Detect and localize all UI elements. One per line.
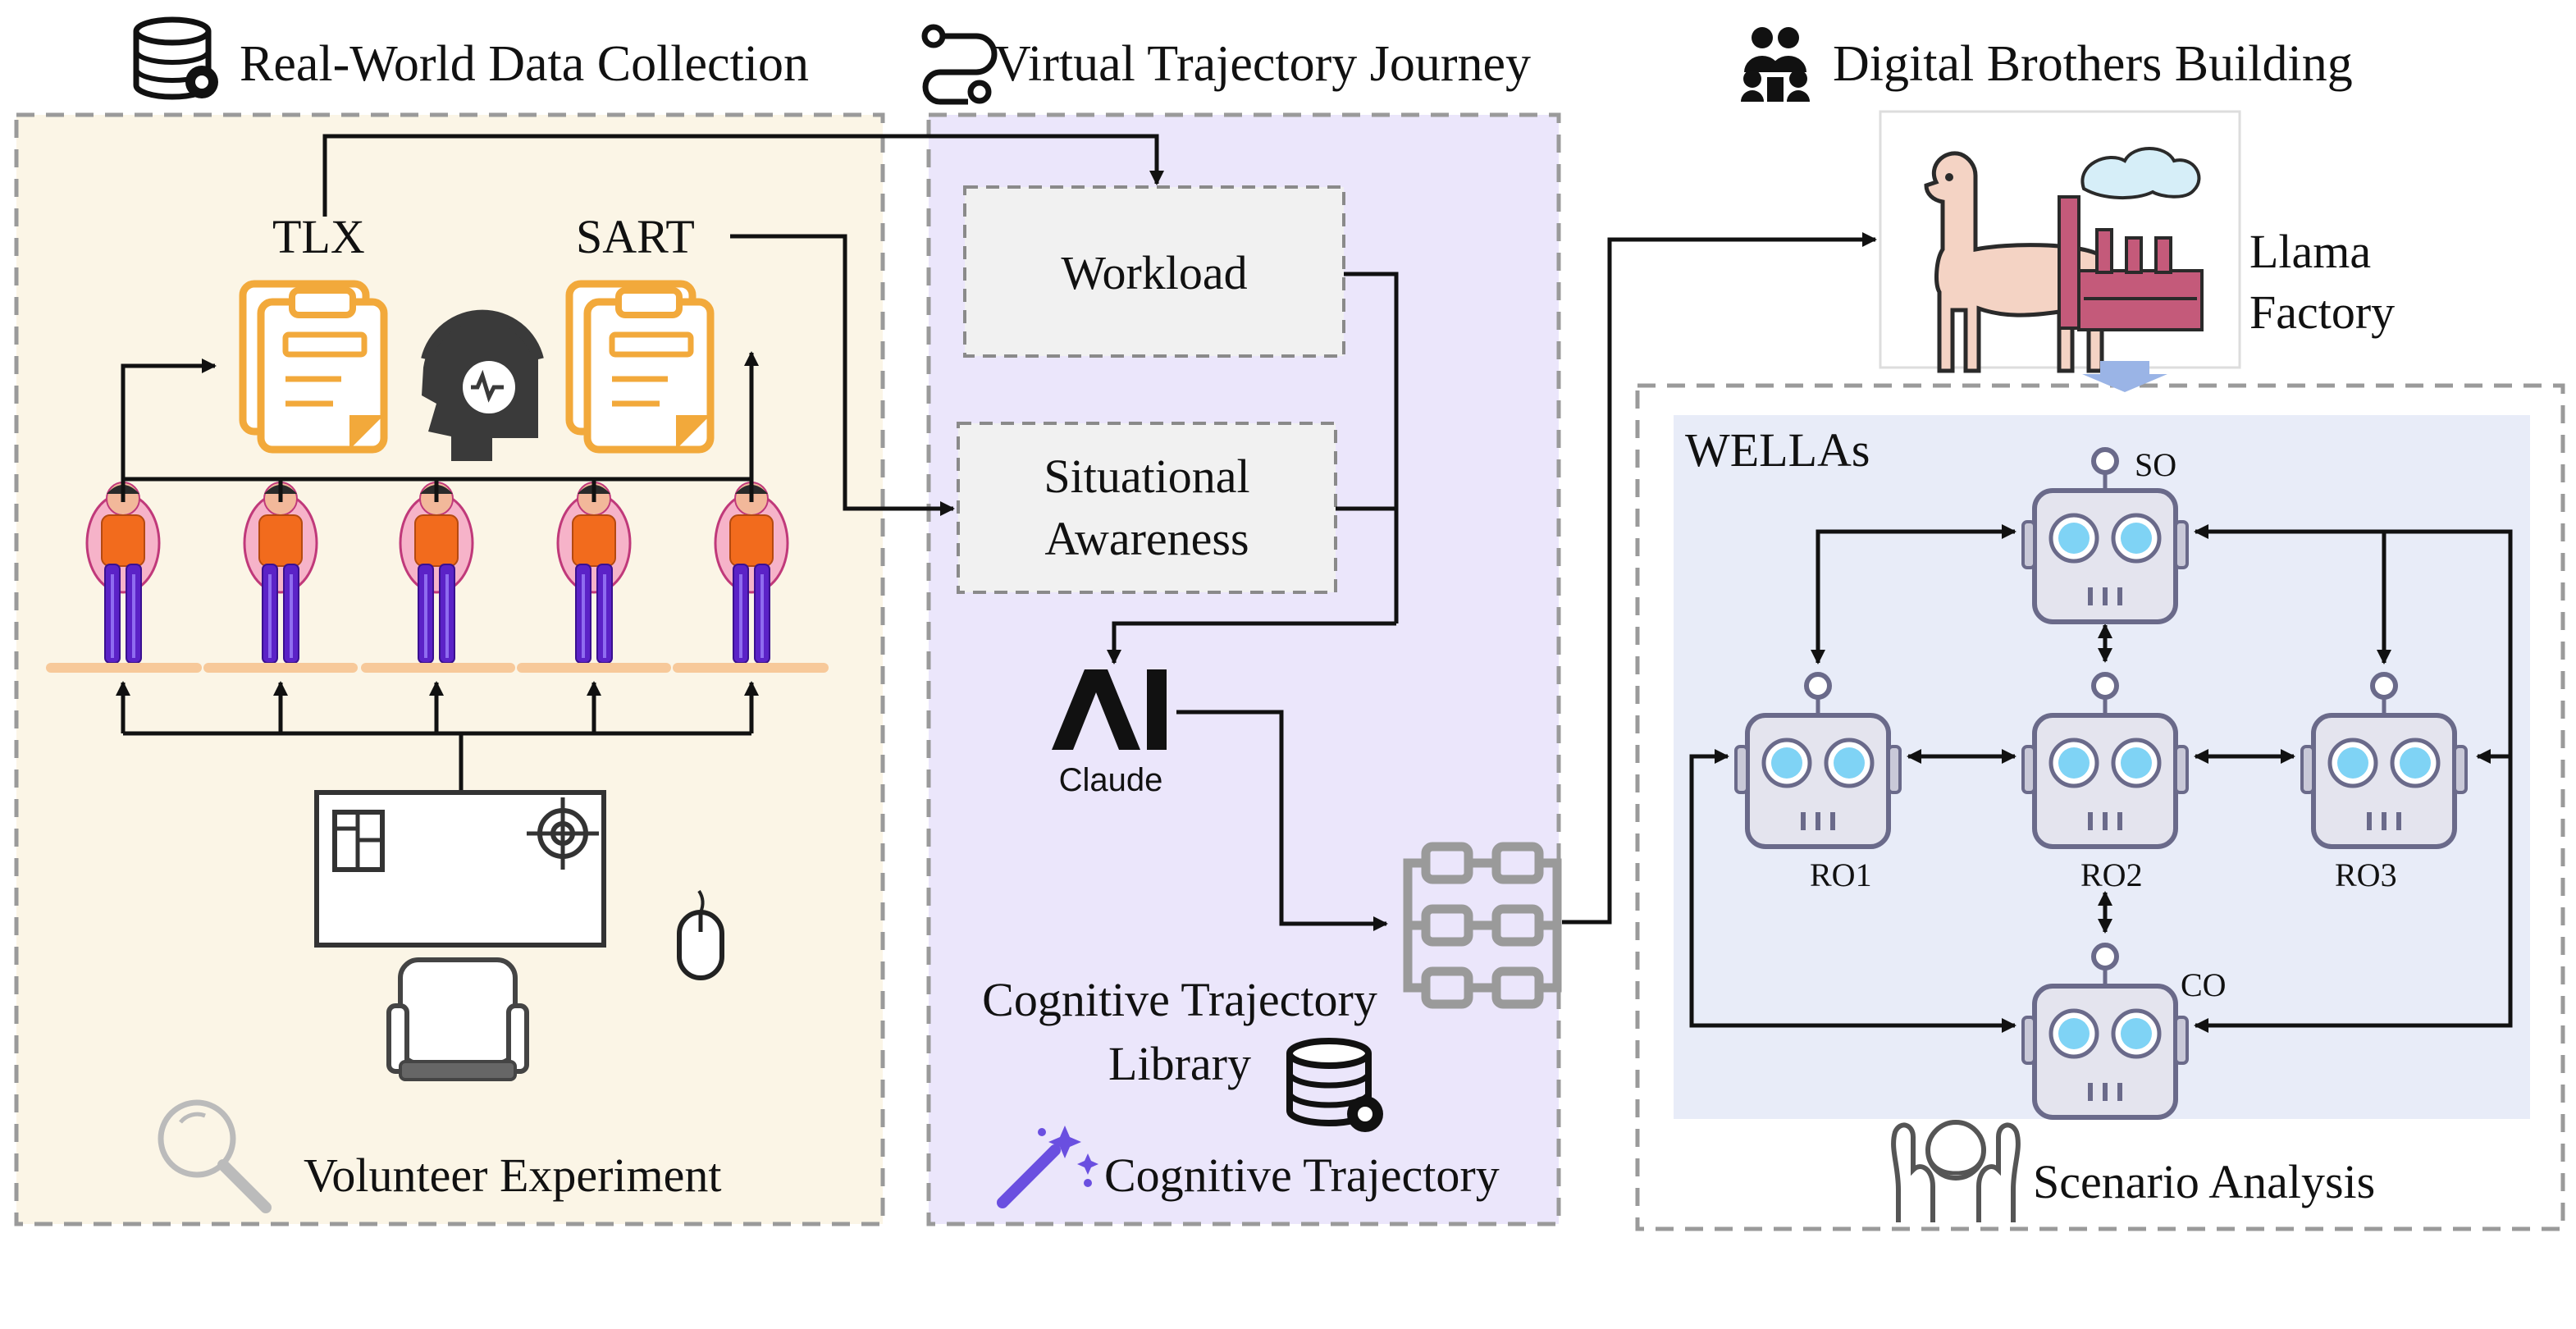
claude-logo-icon xyxy=(1052,669,1167,750)
agent-ro2-label: RO2 xyxy=(2080,856,2143,893)
target-icon xyxy=(527,797,599,870)
cognitive-trajectory-label: Cognitive Trajectory xyxy=(1104,1149,1500,1202)
arrow-to-tlx xyxy=(121,359,217,479)
arrow-library-to-llama xyxy=(1562,232,1877,925)
claude-label: Claude xyxy=(1059,762,1163,798)
brain-headphone-icon xyxy=(421,309,544,461)
arrow-tlx-to-workload xyxy=(322,134,1164,217)
link-ro1-co xyxy=(1689,749,2016,1033)
llama-label-line1: Llama xyxy=(2249,225,2371,278)
agent-ro3-label: RO3 xyxy=(2335,856,2397,893)
llama-to-wellas-arrow xyxy=(2082,361,2167,392)
scenario-analysis-label: Scenario Analysis xyxy=(2033,1155,2375,1208)
hands-head-icon xyxy=(1891,1120,2021,1222)
chair-icon xyxy=(386,957,529,1081)
workload-box xyxy=(963,185,1345,358)
library-database-icon xyxy=(1286,1038,1383,1132)
digital-title: Digital Brothers Building xyxy=(1833,36,2353,92)
wellas-title: WELLAs xyxy=(1685,423,1870,477)
tlx-label: TLX xyxy=(272,210,365,263)
database-gear-icon xyxy=(133,16,218,100)
magic-wand-icon xyxy=(997,1126,1098,1208)
volunteer-experiment-label: Volunteer Experiment xyxy=(304,1149,722,1202)
arrow-claude-to-library xyxy=(1176,710,1388,931)
agent-so-label: SO xyxy=(2135,446,2176,483)
mouse-icon xyxy=(677,889,724,980)
magnifier-icon xyxy=(158,1099,272,1213)
link-so-co-right xyxy=(2194,529,2513,1033)
situational-awareness-box xyxy=(957,422,1337,594)
network-icon xyxy=(1403,842,1562,1009)
agent-co-label: CO xyxy=(2181,966,2227,1003)
real-world-title: Real-World Data Collection xyxy=(240,36,809,92)
llama-factory-icon xyxy=(1924,147,2204,373)
arrow-to-claude xyxy=(1107,621,1396,664)
arrow-sart-to-sa xyxy=(730,234,955,516)
sart-clipboard-icon xyxy=(569,284,710,450)
llama-label-line2: Factory xyxy=(2249,285,2395,339)
sart-label: SART xyxy=(576,210,695,263)
sa-label-line2: Awareness xyxy=(1044,512,1249,565)
link-so-ro1 xyxy=(1811,524,2016,664)
library-label-line2: Library xyxy=(1108,1037,1251,1090)
virtual-title: Virtual Trajectory Journey xyxy=(994,36,1531,92)
people-group-icon xyxy=(1741,27,1810,102)
route-icon xyxy=(921,24,998,105)
sa-label-line1: Situational xyxy=(1044,450,1249,503)
workload-label: Workload xyxy=(1061,246,1247,299)
library-label-line1: Cognitive Trajectory xyxy=(982,973,1377,1026)
workstation-screen xyxy=(314,790,606,948)
agent-ro1-label: RO1 xyxy=(1810,856,1872,893)
tlx-clipboard-icon xyxy=(243,284,384,450)
